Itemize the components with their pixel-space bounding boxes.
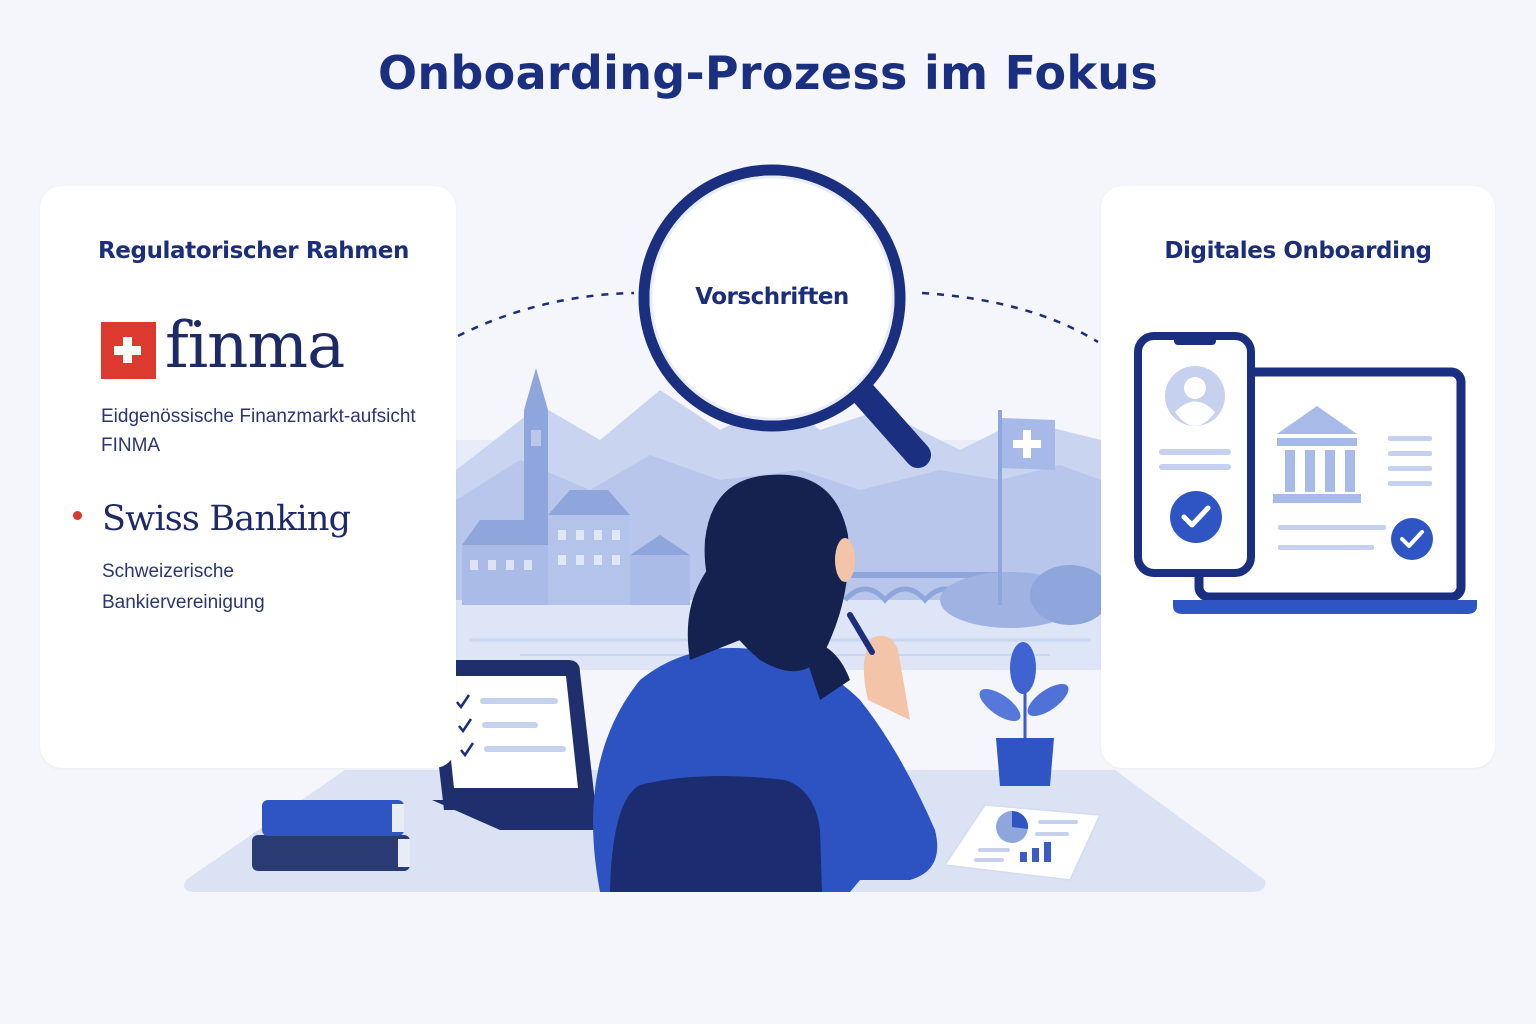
plant-icon: [979, 642, 1069, 786]
person-figure: [593, 474, 938, 892]
laptop-checklist: [428, 660, 608, 830]
swiss-banking-logo: Swiss Banking: [102, 499, 351, 539]
book-icon: [252, 800, 410, 871]
digital-onboarding-heading: Digitales Onboarding: [1164, 238, 1432, 264]
regulatory-framework-card: Regulatorischer Rahmen finma Eidgenössis…: [40, 186, 456, 768]
checkmark-icon: [1391, 518, 1433, 560]
checkmark-icon: [1170, 491, 1222, 543]
regulatory-framework-heading: Regulatorischer Rahmen: [98, 238, 409, 264]
pie-chart-icon: [996, 810, 1029, 843]
dashed-connector-left: [457, 291, 635, 338]
finma-logo: finma: [165, 309, 345, 383]
report-document: [943, 804, 1102, 881]
bank-building-icon: [1273, 406, 1361, 503]
swiss-flag-icon: [998, 410, 1055, 605]
digital-onboarding-card: Digitales Onboarding: [1101, 186, 1495, 768]
devices-illustration: [1134, 332, 1477, 614]
page-title: Onboarding-Prozess im Fokus: [377, 46, 1158, 100]
user-avatar-icon: [1165, 366, 1225, 426]
swiss-cross-icon: [101, 322, 156, 379]
dashed-connector-right: [921, 291, 1099, 344]
finma-description: Eidgenössische Finanzmarkt-aufsicht FINM…: [101, 406, 416, 456]
bar-chart-icon: [1020, 842, 1051, 862]
magnifier-icon: [638, 164, 931, 468]
smartphone-icon: [1134, 332, 1255, 577]
chair: [610, 776, 822, 892]
swiss-banking-description: Schweizerische Bankiervereinigung: [102, 561, 265, 613]
magnifier-label: Vorschriften: [695, 284, 849, 310]
swiss-banking-dot-icon: [73, 511, 82, 520]
